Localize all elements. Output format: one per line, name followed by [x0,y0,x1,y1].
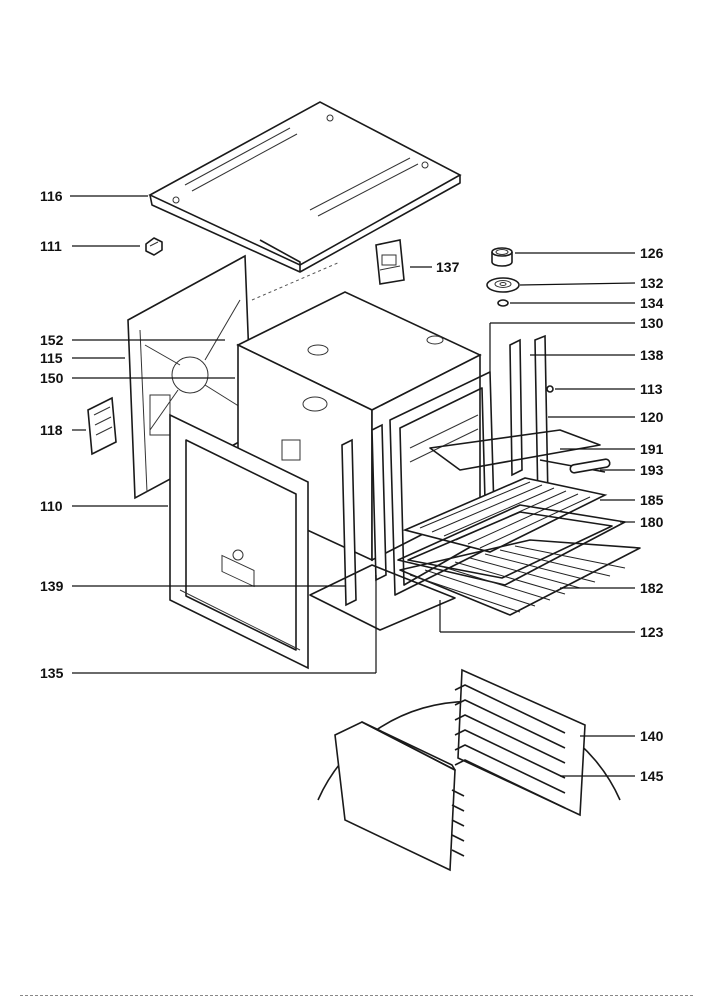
label-132: 132 [640,275,664,291]
side-rail-left [341,438,357,607]
side-rack-right [509,334,549,507]
label-193: 193 [640,462,664,478]
label-185: 185 [640,492,664,508]
vent-plate [87,396,117,456]
label-139: 139 [40,578,64,594]
label-130: 130 [640,315,664,331]
label-118: 118 [40,422,63,438]
heating-element [429,429,611,474]
label-135: 135 [40,665,64,681]
front-frame [169,413,309,670]
label-120: 120 [640,409,664,425]
label-182: 182 [640,580,664,596]
label-123: 123 [640,624,664,640]
bottom-border [20,995,693,996]
bracket-part [375,239,405,285]
label-180: 180 [640,514,664,530]
top-cover-panel [148,101,462,273]
label-113: 113 [640,381,663,397]
label-116: 116 [40,188,63,204]
label-115: 115 [40,350,63,366]
side-rail-right [371,423,387,582]
floor-plate [309,564,456,631]
label-150: 150 [40,370,64,386]
detail-callout [317,668,621,872]
label-111: 111 [40,238,62,254]
label-126: 126 [640,245,664,261]
part-labels: 116 111 152 115 150 118 110 139 135 137 … [40,188,664,784]
switch-base [486,277,520,293]
wire-shelf [399,539,641,616]
label-191: 191 [640,441,664,457]
label-138: 138 [640,347,664,363]
label-145: 145 [640,768,664,784]
label-137: 137 [436,259,460,275]
label-110: 110 [40,498,63,514]
left-side-panel [127,254,253,500]
label-152: 152 [40,332,64,348]
label-134: 134 [640,295,664,311]
clip-part [145,237,163,256]
nut-part [497,299,509,307]
knob-cap [491,247,513,267]
label-140: 140 [640,728,664,744]
screw-part [546,385,554,393]
leader-lines [70,195,636,777]
